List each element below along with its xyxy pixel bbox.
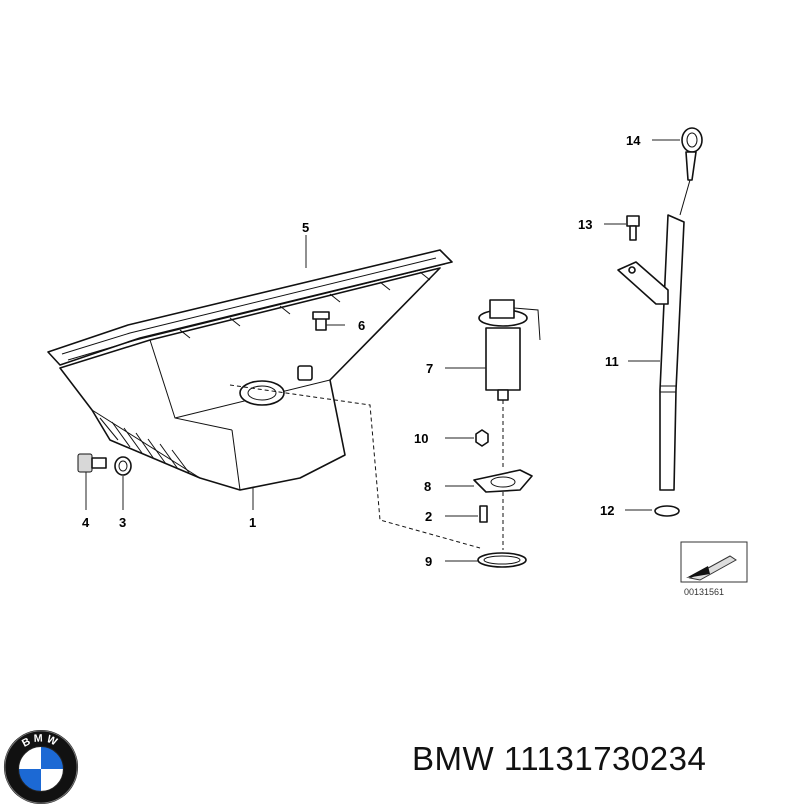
callout-5: 5 — [302, 220, 309, 235]
washer-3 — [114, 456, 132, 476]
bmw-logo-icon: BMW — [3, 729, 79, 805]
seal-ring-9 — [477, 552, 527, 568]
nut-10 — [475, 429, 489, 447]
callout-6: 6 — [358, 318, 365, 333]
callout-3: 3 — [119, 515, 126, 530]
stud-2 — [479, 505, 488, 523]
callout-13: 13 — [578, 217, 592, 232]
callout-9: 9 — [425, 554, 432, 569]
reference-box: 00131561 — [680, 541, 748, 597]
bolt-6 — [312, 311, 330, 331]
callout-14: 14 — [626, 133, 641, 148]
callout-12: 12 — [600, 503, 614, 518]
o-ring-12 — [654, 505, 680, 517]
part-number-label: BMW 11131730234 — [412, 740, 706, 778]
reference-number: 00131561 — [684, 587, 724, 597]
oil-pan — [59, 267, 441, 491]
callout-7: 7 — [426, 361, 433, 376]
parts-diagram: 5 6 1 4 3 7 10 8 2 9 11 12 13 14 0013156… — [47, 127, 748, 597]
leader-lines — [85, 139, 680, 562]
dipstick-tube — [617, 214, 685, 491]
svg-text:BMW: BMW — [20, 732, 62, 749]
callout-8: 8 — [424, 479, 431, 494]
part-number: 11131730234 — [503, 740, 707, 777]
logo-letters: BMW — [20, 732, 59, 749]
callout-1: 1 — [249, 515, 256, 530]
callout-11: 11 — [605, 354, 619, 369]
mounting-plate-8 — [473, 469, 533, 493]
callout-4: 4 — [82, 515, 90, 530]
callout-10: 10 — [414, 431, 428, 446]
drain-plug-4 — [77, 453, 107, 473]
oil-level-sensor — [478, 299, 541, 401]
bolt-13 — [626, 215, 640, 241]
brand-name: BMW — [412, 740, 495, 777]
oil-pan-gasket — [47, 249, 453, 366]
callout-2: 2 — [425, 509, 432, 524]
dipstick — [679, 127, 703, 216]
callout-labels: 5 6 1 4 3 7 10 8 2 9 11 12 13 14 — [82, 133, 641, 569]
reference-arrow-icon — [686, 566, 710, 578]
